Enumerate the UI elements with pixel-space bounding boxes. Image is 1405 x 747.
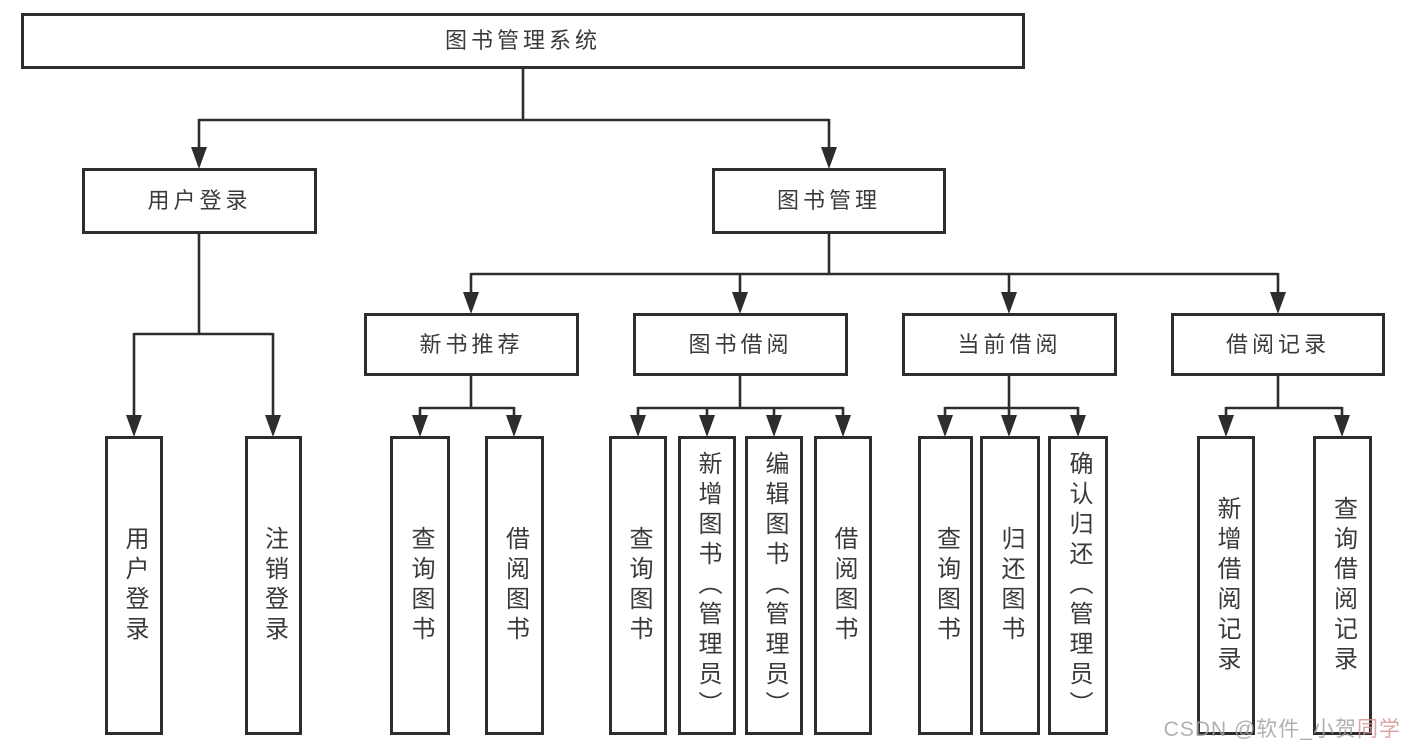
node-user-login: 用户登录 xyxy=(82,168,317,234)
node-book-borrow: 图书借阅 xyxy=(633,313,848,376)
leaf-borrow-books-borrow: 借阅图书 xyxy=(814,436,872,735)
csdn-watermark: CSDN @软件_小贺同学 xyxy=(1164,713,1401,743)
leaf-query-books-current: 查询图书 xyxy=(918,436,973,735)
node-book-management: 图书管理 xyxy=(712,168,946,234)
leaf-borrow-books-recommend: 借阅图书 xyxy=(485,436,544,735)
leaf-query-books-borrow: 查询图书 xyxy=(609,436,667,735)
connector-shafts xyxy=(132,69,1344,417)
leaf-add-books-admin: 新增图书（管理员） xyxy=(678,436,736,735)
node-new-book-recommend: 新书推荐 xyxy=(364,313,579,376)
arrowhead-icons xyxy=(126,147,1350,437)
watermark-text: CSDN @软件_小贺 xyxy=(1163,718,1357,741)
leaf-edit-books-admin: 编辑图书（管理员） xyxy=(745,436,803,735)
leaf-query-borrow-record: 查询借阅记录 xyxy=(1313,436,1372,735)
leaf-logout: 注销登录 xyxy=(245,436,302,735)
node-root-library-system: 图书管理系统 xyxy=(21,13,1025,69)
leaf-user-login: 用户登录 xyxy=(105,436,163,735)
leaf-confirm-return-admin: 确认归还（管理员） xyxy=(1048,436,1108,735)
node-current-borrow: 当前借阅 xyxy=(902,313,1117,376)
node-borrow-records: 借阅记录 xyxy=(1171,313,1385,376)
leaf-return-books: 归还图书 xyxy=(980,436,1040,735)
watermark-accent-text: 同学 xyxy=(1357,718,1401,741)
leaf-add-borrow-record: 新增借阅记录 xyxy=(1197,436,1255,735)
leaf-query-books-recommend: 查询图书 xyxy=(390,436,450,735)
